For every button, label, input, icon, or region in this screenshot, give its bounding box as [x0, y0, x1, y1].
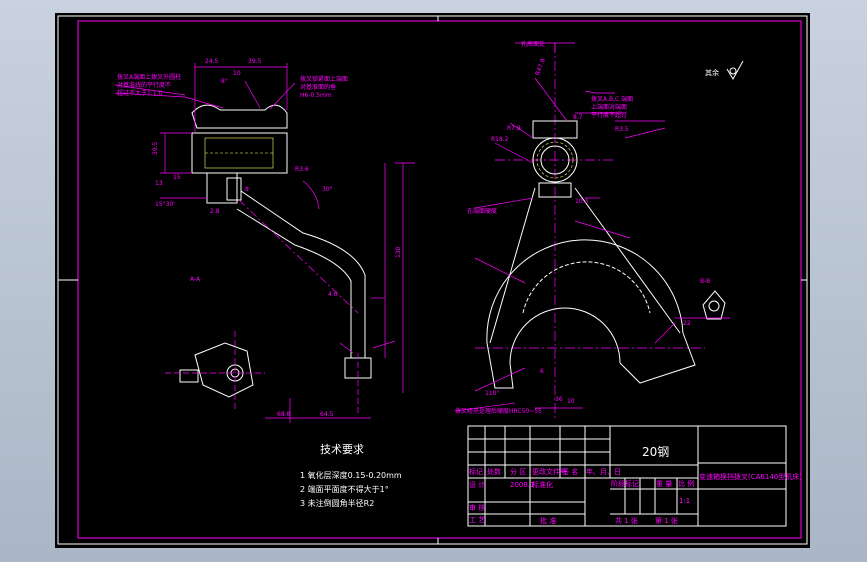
- dim-d15: 68.8: [277, 411, 291, 418]
- drawing-name: 变速箱换挡拨叉(CA6140型机床): [699, 472, 802, 481]
- dim-d24: 8.7: [573, 114, 583, 121]
- note-3-line-1: 拨叉A,B,C 端面: [591, 95, 633, 103]
- row-design-date: 2008.1: [510, 481, 535, 489]
- dim-d3: 10: [233, 70, 241, 77]
- hdr-2: 处数: [487, 467, 501, 476]
- note-1-line-3: 超过不大于1:1.0: [117, 89, 163, 97]
- dim-d6: 13: [155, 180, 163, 187]
- dim-d11: 15°30': [155, 201, 175, 208]
- dim-d20: R47.8: [534, 57, 547, 76]
- dim-d27: 6: [540, 368, 544, 375]
- left-view-dimensions: [160, 63, 415, 423]
- dim-d14: 30°: [322, 186, 333, 193]
- dim-d12: 130: [395, 246, 402, 258]
- dim-d17: R7.8: [507, 125, 521, 132]
- dim-d23: R3.5: [615, 126, 629, 133]
- cad-drawing: 拨叉A端面上拨叉外圆柱 对基准线的平行度不 超过不大于1:1.0 拨叉锁紧面上端…: [57, 15, 808, 545]
- hdr-5: 签 名: [562, 467, 578, 476]
- row-process: 工 艺: [469, 516, 485, 524]
- zone-ticks: [58, 16, 807, 544]
- dim-d2: 39.5: [248, 58, 262, 65]
- dim-d13: 4.6: [328, 291, 338, 298]
- heat-label: 拨叉经热处理后硬度HRC50~55: [455, 407, 542, 415]
- tech-req-2: 2 端面平面度不得大于1°: [300, 484, 389, 494]
- dim-d22: 110°: [485, 390, 499, 397]
- note-1-line-2: 对基准线的平行度不: [117, 81, 171, 89]
- row-design-label: 设 计: [469, 480, 485, 489]
- material: 20钢: [642, 445, 669, 459]
- hdr-6: 年、月、日: [586, 467, 621, 476]
- note-2-line-3: H6-0.5mm: [300, 92, 332, 99]
- stage-label-1: 阶段标记: [611, 479, 639, 488]
- tech-req-title: 技术要求: [320, 443, 364, 456]
- dim-d7: 15: [173, 174, 181, 181]
- left-view-part: [165, 104, 372, 413]
- dim-d4: 8°: [221, 78, 228, 85]
- dim-d1: 24.5: [205, 58, 219, 65]
- note-2-line-1: 拨叉锁紧面上端面: [300, 75, 348, 83]
- inner-border: [77, 20, 802, 539]
- dim-d19: 36: [555, 396, 563, 403]
- scale: 1:1: [679, 497, 690, 505]
- sheet-number: 第 1 张: [655, 516, 678, 525]
- right-view-part: [475, 43, 730, 418]
- annotation-text: 拨叉A端面上拨叉外圆柱 对基准线的平行度不 超过不大于1:1.0 拨叉锁紧面上端…: [117, 40, 719, 418]
- row-check: 审 核: [469, 503, 485, 512]
- tech-req-1: 1 氧化层深度0.15-0.20mm: [300, 470, 402, 480]
- section-label: A-A: [190, 276, 201, 283]
- note-1-line-1: 拨叉A端面上拨叉外圆柱: [117, 73, 181, 81]
- dim-d26: 22: [683, 320, 691, 327]
- left-leaders: [114, 80, 396, 354]
- stage-label-2: 重 量: [656, 480, 672, 488]
- dim-d16: 64.5: [320, 411, 334, 418]
- sheet-total: 共 1 张: [615, 516, 638, 525]
- top-label: 孔端面硬度: [467, 207, 497, 215]
- view-b-label: B-B: [700, 278, 710, 285]
- note-3-line-3: 平行度不超过: [591, 111, 627, 119]
- dim-d10: R3.6: [295, 166, 309, 173]
- hole-label: 孔高面处: [521, 40, 545, 48]
- note-3-line-2: 上端面对端面: [591, 103, 627, 111]
- dim-d9: 8: [245, 186, 249, 193]
- approve-label: 批 准: [540, 516, 556, 525]
- hdr-1: 标记: [469, 467, 483, 476]
- drawing-sheet: 拨叉A端面上拨叉外圆柱 对基准线的平行度不 超过不大于1:1.0 拨叉锁紧面上端…: [55, 13, 810, 548]
- dim-d8: 2.8: [210, 208, 220, 215]
- stage-label-3: 比 例: [678, 479, 694, 488]
- tech-req-3: 3 未注倒圆角半径R2: [300, 498, 374, 508]
- note-2-line-2: 对基准面的垂: [300, 83, 336, 91]
- right-view-dimensions: [454, 42, 676, 412]
- dim-d25: 10.3: [575, 198, 589, 205]
- dim-d5: 39.5: [152, 141, 159, 155]
- row-design-std: 标准化: [532, 480, 553, 489]
- roughness-symbol: [726, 60, 744, 80]
- technical-requirements: 技术要求 1 氧化层深度0.15-0.20mm 2 端面平面度不得大于1° 3 …: [300, 443, 402, 508]
- dim-d21: 10: [567, 398, 575, 405]
- title-block: 20钢 变速箱换挡拨叉(CA6140型机床) 标记 处数 分 区 更改文件号 签…: [467, 425, 802, 527]
- hdr-3: 分 区: [510, 467, 526, 476]
- dim-d18: R18.2: [491, 136, 509, 143]
- roughness-label: 其余: [705, 68, 719, 77]
- hdr-4: 更改文件号: [532, 467, 567, 476]
